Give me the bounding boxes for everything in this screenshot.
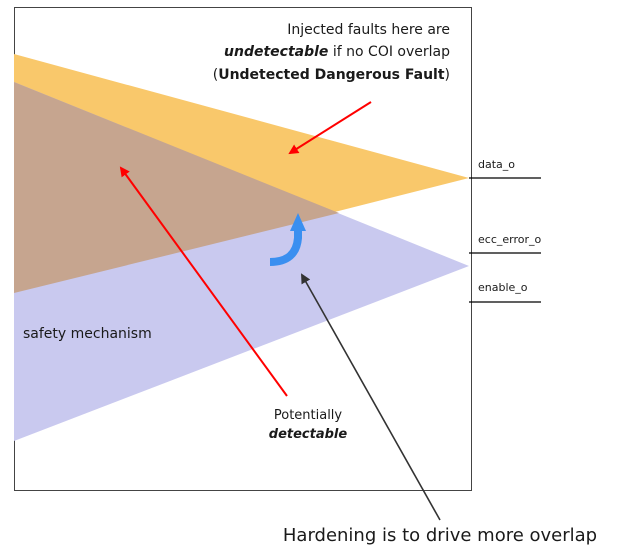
signal-label-data-o: data_o (478, 158, 515, 171)
top-annotation-line3-open: ( (213, 67, 218, 83)
top-annotation-line3-close: ) (445, 67, 450, 83)
potentially-detectable-line2: detectable (269, 427, 348, 442)
blue-hardening-arrow (269, 213, 306, 266)
top-annotation-line1: Injected faults here are (287, 22, 450, 38)
red-arrow-upper (288, 101, 372, 155)
undetected-dangerous-fault-label: Undetected Dangerous Fault (218, 67, 445, 83)
black-arrow-caption (301, 273, 441, 521)
overlap-region (14, 82, 339, 293)
potentially-detectable-line1: Potentially (274, 408, 343, 423)
top-annotation-line2-rest: if no COI overlap (328, 44, 450, 60)
bottom-caption: Hardening is to drive more overlap (283, 525, 597, 546)
signal-label-ecc-error-o: ecc_error_o (478, 233, 541, 246)
red-arrow-overlap (119, 166, 288, 397)
top-annotation-line3: (Undetected Dangerous Fault) (213, 67, 450, 83)
safety-mechanism-label: safety mechanism (23, 326, 152, 342)
top-annotation-line2: undetectable if no COI overlap (224, 44, 450, 60)
signal-label-enable-o: enable_o (478, 281, 528, 294)
undetectable-emphasis: undetectable (224, 44, 328, 60)
